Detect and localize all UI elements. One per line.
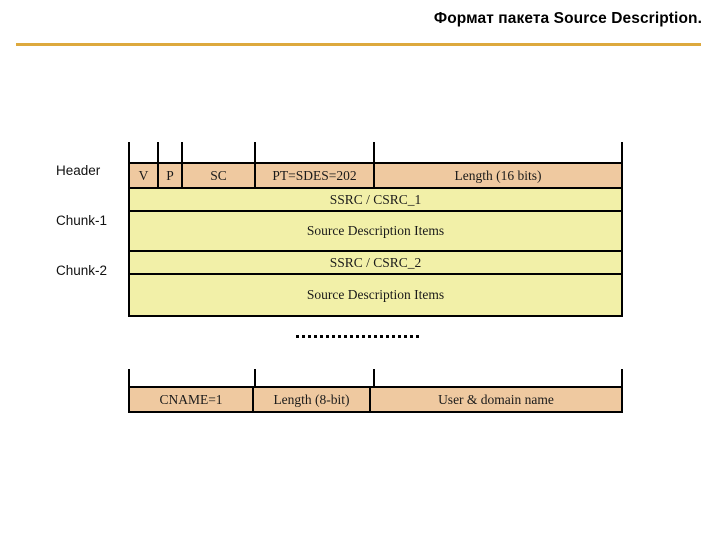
page-title: Формат пакета Source Description.	[433, 10, 702, 27]
item-boundary-tick-1	[254, 369, 256, 386]
field-length: Length (16 bits)	[375, 164, 621, 187]
sdes-item-table: CNAME=1 Length (8-bit) User & domain nam…	[128, 386, 623, 413]
sdes-item-row: CNAME=1 Length (8-bit) User & domain nam…	[130, 388, 621, 411]
title-divider-rule	[16, 43, 701, 46]
chunk-2-ssrc-row: SSRC / CSRC_2	[130, 252, 621, 275]
field-ssrc-csrc-1: SSRC / CSRC_1	[130, 189, 621, 210]
item-boundary-tick-2	[373, 369, 375, 386]
field-version: V	[130, 164, 159, 187]
bit-boundary-tick-0	[128, 142, 130, 163]
field-packet-type: PT=SDES=202	[256, 164, 375, 187]
field-source-description-items-2: Source Description Items	[130, 275, 621, 315]
bit-boundary-tick-5	[621, 142, 623, 163]
chunk-2-items-row: Source Description Items	[130, 275, 621, 315]
packet-table: V P SC PT=SDES=202 Length (16 bits) SSRC…	[128, 162, 623, 317]
item-boundary-tick-3	[621, 369, 623, 386]
field-padding: P	[159, 164, 183, 187]
chunk-1-ssrc-row: SSRC / CSRC_1	[130, 189, 621, 212]
chunk-1-items-row: Source Description Items	[130, 212, 621, 252]
field-source-description-items-1: Source Description Items	[130, 212, 621, 250]
field-user-domain-name: User & domain name	[371, 388, 621, 411]
field-ssrc-csrc-2: SSRC / CSRC_2	[130, 252, 621, 273]
field-cname-type: CNAME=1	[130, 388, 254, 411]
bit-boundary-tick-4	[373, 142, 375, 163]
bit-boundary-tick-2	[181, 142, 183, 163]
item-boundary-tick-0	[128, 369, 130, 386]
row-label-chunk-2: Chunk-2	[56, 263, 108, 278]
row-label-chunk-1: Chunk-1	[56, 213, 108, 228]
field-item-length: Length (8-bit)	[254, 388, 371, 411]
field-source-count: SC	[183, 164, 256, 187]
packet-header-row: V P SC PT=SDES=202 Length (16 bits)	[130, 164, 621, 189]
bit-boundary-tick-1	[157, 142, 159, 163]
row-label-header: Header	[56, 163, 101, 178]
bit-boundary-tick-3	[254, 142, 256, 163]
dashed-continuation-separator	[296, 335, 420, 338]
